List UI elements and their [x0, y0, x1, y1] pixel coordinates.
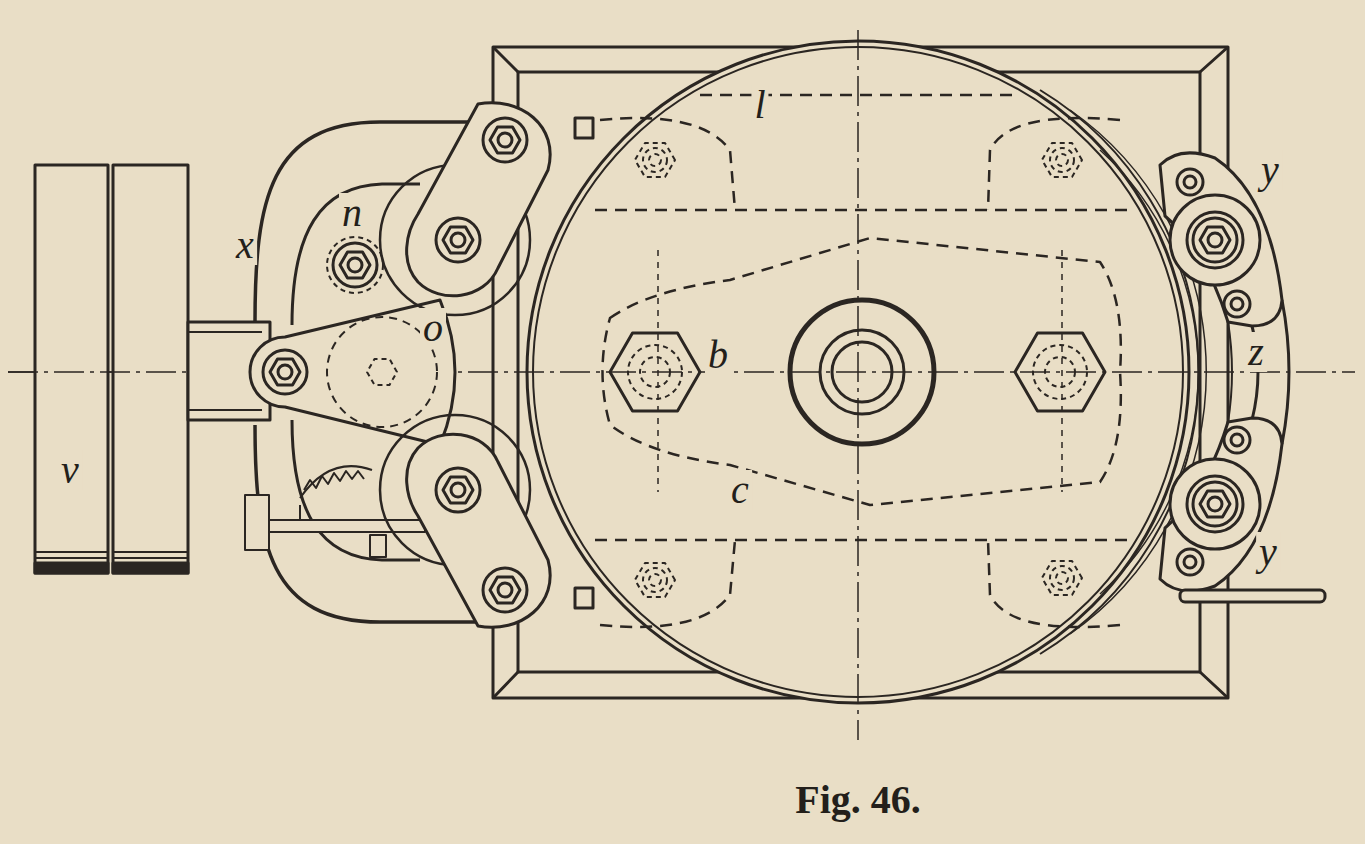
callout-letter: n	[339, 193, 365, 233]
center-lines	[857, 30, 859, 740]
callout-letter: z	[1245, 332, 1267, 372]
pulley	[113, 165, 188, 573]
rack	[245, 466, 425, 557]
hidden-bolts	[635, 563, 675, 597]
pulley	[8, 165, 190, 573]
rack	[300, 505, 420, 520]
upper-link	[380, 103, 550, 315]
pulley	[8, 371, 190, 373]
hidden-lines	[988, 540, 1120, 627]
roller-bracket	[1160, 153, 1325, 602]
housing	[575, 588, 593, 608]
bolt-n	[327, 237, 383, 293]
hidden-lines	[595, 95, 1130, 627]
hidden-lines	[658, 250, 1062, 492]
pulley	[35, 563, 108, 573]
callout-letter: o	[420, 308, 446, 348]
lever	[250, 300, 455, 445]
roller-bracket	[1160, 418, 1282, 591]
hidden-bolts	[1042, 143, 1082, 177]
roller-bracket	[1180, 590, 1325, 602]
hidden-lines	[595, 95, 1130, 540]
callout-letter: x	[233, 225, 257, 265]
roller-bracket	[1228, 322, 1232, 422]
roller-bracket	[1160, 418, 1282, 591]
callout-letter: l	[751, 85, 768, 125]
rack	[304, 471, 364, 490]
pulley	[35, 165, 108, 573]
bolt-n	[327, 237, 383, 293]
pulley	[113, 563, 188, 573]
hidden-lines	[600, 118, 735, 210]
lever	[367, 359, 397, 385]
lower-link	[380, 415, 550, 627]
lower-link	[380, 415, 550, 627]
housing	[575, 118, 593, 138]
housing	[292, 420, 420, 560]
bolt-n	[333, 243, 377, 287]
figure-caption: Fig. 46.	[795, 780, 921, 820]
callout-letter: v	[58, 450, 82, 490]
pulley	[35, 552, 188, 558]
callout-letter: y	[1258, 150, 1282, 190]
hidden-bolts	[1042, 561, 1082, 595]
lever	[250, 300, 455, 445]
rack	[370, 535, 386, 557]
roller-bracket	[1282, 300, 1289, 444]
housing	[292, 184, 420, 325]
lever	[263, 350, 307, 394]
hidden-bolts	[635, 143, 675, 177]
center-lines	[8, 30, 1355, 740]
hidden-lines	[600, 540, 735, 627]
upper-link	[380, 103, 550, 315]
rack	[300, 466, 372, 498]
callout-letter: b	[705, 335, 731, 375]
callout-letter: y	[1256, 532, 1280, 572]
callout-letter: c	[728, 470, 752, 510]
rack	[245, 520, 425, 532]
hidden-lines	[988, 118, 1120, 210]
rack	[245, 495, 269, 550]
